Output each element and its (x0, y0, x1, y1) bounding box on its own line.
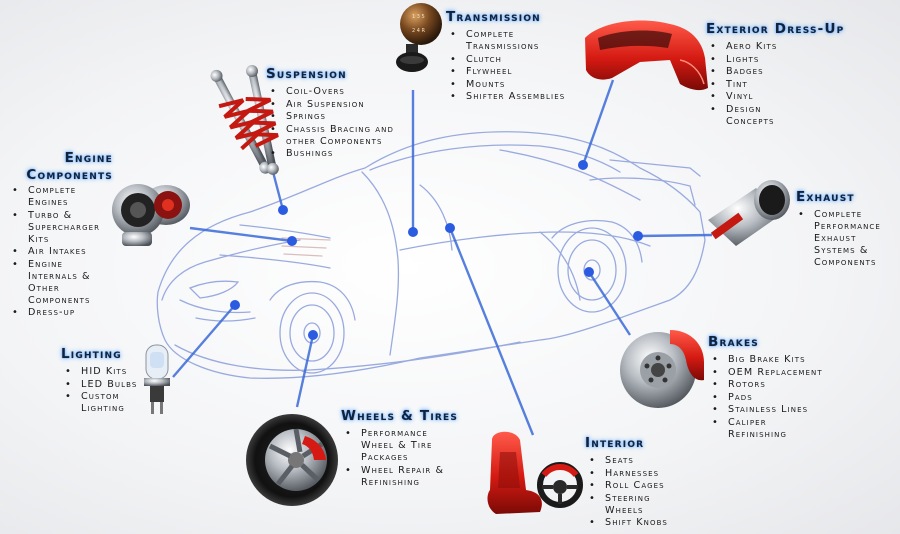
turbocharger-icon (112, 184, 190, 246)
list-item: Lights (706, 54, 806, 66)
category-exhaust: Exhaust Complete Performance Exhaust Sys… (796, 189, 894, 270)
list-item: Springs (266, 111, 398, 123)
leader-wheels (295, 334, 315, 408)
category-title: Interior (585, 435, 645, 451)
car-body-shell-icon (585, 20, 708, 91)
list-item: Aero Kits (706, 41, 806, 53)
list-item: OEM Replacement (708, 367, 828, 379)
list-item: Air Intakes (8, 246, 113, 258)
leader-dots (230, 160, 643, 340)
item-list: Seats Harnesses Roll Cages Steering Whee… (585, 455, 685, 529)
list-item: Steering Wheels (585, 493, 685, 517)
category-brakes: Brakes Big Brake Kits OEM Replacement Ro… (708, 334, 828, 441)
category-title: Brakes (708, 334, 759, 350)
list-item: Shifter Assemblies (446, 91, 566, 103)
list-item: Stainless Lines (708, 404, 828, 416)
list-item: Seats (585, 455, 685, 467)
svg-text:1 3 5: 1 3 5 (412, 14, 425, 20)
list-item: Dress-up (8, 307, 113, 319)
list-item: Harnesses (585, 468, 685, 480)
list-item: Chassis Bracing and other Components (266, 124, 398, 148)
leader-exhaust (637, 233, 713, 238)
svg-text:2 4 R: 2 4 R (412, 28, 426, 34)
category-interior: Interior Seats Harnesses Roll Cages Stee… (585, 435, 685, 530)
item-list: Complete Transmissions Clutch Flywheel M… (446, 29, 566, 103)
category-title: Exhaust (796, 189, 855, 205)
list-item: Clutch (446, 54, 566, 66)
item-list: Big Brake Kits OEM Replacement Rotors Pa… (708, 354, 828, 441)
list-item: Engine Internals & Other Components (8, 259, 113, 307)
category-suspension: Suspension Coil-Overs Air Suspension Spr… (266, 66, 398, 161)
category-lighting: Lighting HID Kits LED Bulbs Custom Light… (61, 346, 146, 416)
category-exterior: Exterior Dress-Up Aero Kits Lights Badge… (706, 21, 844, 128)
leader-interior (448, 227, 535, 436)
item-list: Complete Performance Exhaust Systems & C… (794, 209, 894, 269)
leader-brakes (587, 271, 632, 336)
category-title: Transmission (446, 9, 541, 25)
category-title: Exterior Dress-Up (706, 21, 845, 37)
category-title: Lighting (61, 346, 122, 362)
list-item: Mounts (446, 79, 566, 91)
list-item: Air Suspension (266, 99, 398, 111)
headlight-bulb-icon (144, 344, 170, 414)
item-list: HID Kits LED Bulbs Custom Lighting (61, 366, 146, 415)
gear-shifter-icon: 1 3 5 2 4 R (396, 3, 442, 72)
leader-lines (172, 79, 713, 436)
list-item: Complete Engines (8, 185, 113, 209)
category-title: Wheels & Tires (341, 408, 459, 424)
brake-rotor-caliper-icon (620, 330, 704, 408)
category-title: Suspension (266, 66, 347, 82)
list-item: Custom Lighting (61, 391, 146, 415)
list-item: Design Concepts (706, 104, 806, 128)
item-list: Complete Engines Turbo & Supercharger Ki… (8, 185, 113, 319)
list-item: Coil-Overs (266, 86, 398, 98)
list-item: Badges (706, 66, 806, 78)
racing-seat-icon (487, 431, 542, 514)
leader-exterior (581, 79, 615, 166)
exhaust-tip-icon (708, 180, 790, 246)
category-transmission: Transmission Complete Transmissions Clut… (446, 9, 566, 104)
list-item: Big Brake Kits (708, 354, 828, 366)
car-sketch (156, 131, 706, 379)
list-item: Roll Cages (585, 480, 685, 492)
category-wheels: Wheels & Tires Performance Wheel & Tire … (341, 408, 459, 489)
list-item: Bushings (266, 148, 398, 160)
list-item: Complete Transmissions (446, 29, 566, 53)
leader-engine (189, 226, 293, 243)
list-item: Rotors (708, 379, 828, 391)
list-item: Flywheel (446, 66, 566, 78)
list-item: Complete Performance Exhaust Systems & C… (794, 209, 894, 269)
leader-suspension (270, 167, 285, 211)
list-item: Wheel Repair & Refinishing (341, 465, 459, 489)
category-title: Engine Components (26, 150, 113, 183)
list-item: Caliper Refinishing (708, 417, 828, 441)
list-item: Performance Wheel & Tire Packages (341, 428, 459, 464)
list-item: Shift Knobs (585, 517, 685, 529)
list-item: Pads (708, 392, 828, 404)
item-list: Coil-Overs Air Suspension Springs Chassi… (266, 86, 398, 160)
list-item: Turbo & Supercharger Kits (8, 210, 113, 246)
list-item: Vinyl (706, 91, 806, 103)
steering-wheel-icon (537, 462, 583, 508)
list-item: Tint (706, 79, 806, 91)
category-engine: Engine Components Complete Engines Turbo… (8, 150, 113, 320)
item-list: Performance Wheel & Tire Packages Wheel … (341, 428, 459, 489)
leader-lighting (172, 304, 236, 378)
list-item: HID Kits (61, 366, 146, 378)
wheel-tire-icon (246, 414, 338, 506)
list-item: LED Bulbs (61, 379, 146, 391)
item-list: Aero Kits Lights Badges Tint Vinyl Desig… (706, 41, 806, 128)
